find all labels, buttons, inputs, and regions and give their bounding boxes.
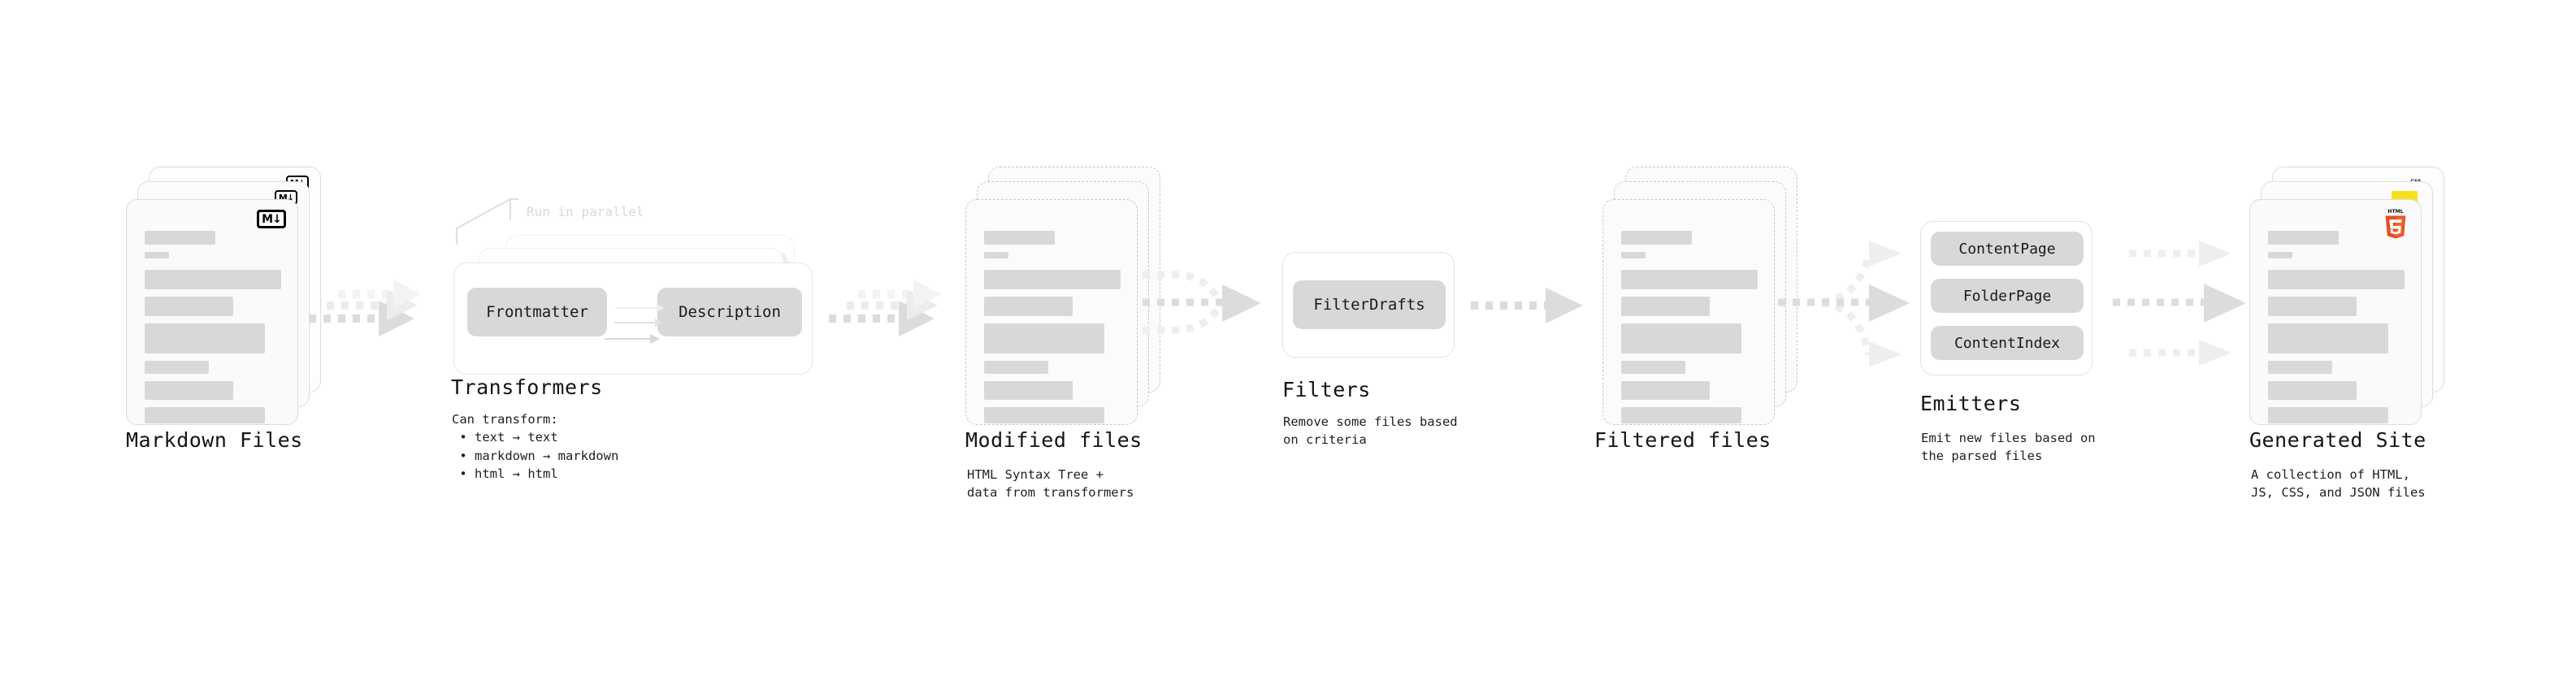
- skeleton-bar: [1621, 297, 1711, 316]
- skeleton-bar: [145, 361, 209, 374]
- label-transformers: Transformers: [451, 375, 603, 399]
- chip-folderpage[interactable]: FolderPage: [1931, 279, 2084, 313]
- filtered-page-front: [1602, 199, 1775, 425]
- skeleton-bars: [1621, 231, 1758, 431]
- desc-generated-site: A collection of HTML, JS, CSS, and JSON …: [2251, 467, 2426, 501]
- skeleton-bar: [145, 231, 216, 245]
- html5-badge: HTML: [2385, 209, 2406, 239]
- skeleton-bar: [2268, 323, 2388, 354]
- skeleton-bar: [145, 323, 265, 354]
- skeleton-bar: [2268, 407, 2388, 423]
- chip-contentpage[interactable]: ContentPage: [1931, 232, 2084, 266]
- skeleton-bar: [1621, 361, 1685, 374]
- skeleton-bar: [2268, 297, 2357, 316]
- skeleton-bar: [145, 381, 234, 400]
- chip-filterdrafts-label: FilterDrafts: [1313, 296, 1425, 314]
- chip-contentindex-label: ContentIndex: [1954, 334, 2061, 352]
- skeleton-bar: [1621, 407, 1741, 423]
- skeleton-bar: [1621, 381, 1711, 400]
- skeleton-bar: [984, 323, 1104, 354]
- emitters-box: ContentPage FolderPage ContentIndex: [1920, 221, 2092, 375]
- markdown-page-front: M↓: [126, 199, 298, 425]
- chip-frontmatter[interactable]: Frontmatter: [467, 288, 607, 336]
- skeleton-bars: [2268, 231, 2405, 431]
- transformer-internal-arrows: [605, 304, 665, 344]
- skeleton-bar: [984, 252, 1009, 258]
- desc-transformers: Can transform: • text → text • markdown …: [452, 412, 619, 482]
- arrow-modified-to-filters: [1143, 271, 1261, 334]
- skeleton-bar: [2268, 361, 2332, 374]
- label-filtered-files: Filtered files: [1594, 428, 1772, 452]
- arrow-markdown-to-transformers: [309, 280, 421, 336]
- svg-text:HTML: HTML: [2387, 209, 2403, 215]
- skeleton-bars: [984, 231, 1121, 431]
- skeleton-bar: [1621, 231, 1693, 245]
- desc-modified-files: HTML Syntax Tree + data from transformer…: [967, 467, 1134, 501]
- skeleton-bar: [1621, 252, 1646, 258]
- skeleton-bar: [984, 361, 1048, 374]
- skeleton-bars: [145, 231, 281, 431]
- skeleton-bar: [1621, 323, 1741, 354]
- arrow-emitters-to-site: [2113, 241, 2246, 366]
- skeleton-bar: [984, 297, 1073, 316]
- chip-contentindex[interactable]: ContentIndex: [1931, 326, 2084, 360]
- label-filters: Filters: [1282, 378, 1371, 401]
- skeleton-bar: [145, 407, 265, 423]
- skeleton-bar: [145, 297, 234, 316]
- arrow-transformers-to-modified: [829, 280, 941, 336]
- desc-emitters: Emit new files based on the parsed files: [1921, 431, 2096, 464]
- skeleton-bar: [984, 270, 1121, 289]
- skeleton-bar: [984, 407, 1104, 423]
- skeleton-bar: [145, 270, 281, 289]
- site-page-front: HTML: [2249, 199, 2422, 425]
- chip-description[interactable]: Description: [657, 288, 802, 336]
- skeleton-bar: [2268, 270, 2405, 289]
- modified-page-front: [965, 199, 1138, 425]
- chip-contentpage-label: ContentPage: [1958, 240, 2056, 258]
- filters-box: FilterDrafts: [1282, 252, 1455, 358]
- skeleton-bar: [984, 231, 1056, 245]
- skeleton-bar: [984, 381, 1073, 400]
- skeleton-bar: [2268, 231, 2340, 245]
- arrow-filters-to-filtered: [1471, 288, 1583, 323]
- transformer-layer-front: Frontmatter Description: [453, 262, 813, 375]
- chip-frontmatter-label: Frontmatter: [486, 303, 588, 321]
- run-in-parallel-bracket: [456, 197, 518, 245]
- chip-filterdrafts[interactable]: FilterDrafts: [1293, 280, 1446, 329]
- label-modified-files: Modified files: [965, 428, 1143, 452]
- markdown-badge: M↓: [257, 210, 286, 228]
- skeleton-bar: [1621, 270, 1758, 289]
- skeleton-bar: [145, 252, 170, 258]
- note-run-in-parallel: Run in parallel: [527, 204, 644, 219]
- desc-filters: Remove some files based on criteria: [1283, 414, 1458, 448]
- chip-folderpage-label: FolderPage: [1962, 287, 2052, 305]
- label-emitters: Emitters: [1920, 392, 2022, 415]
- label-markdown-files: Markdown Files: [126, 428, 303, 452]
- chip-description-label: Description: [679, 303, 781, 321]
- skeleton-bar: [2268, 381, 2357, 400]
- label-generated-site: Generated Site: [2249, 428, 2426, 452]
- arrow-filtered-to-emitters: [1778, 241, 1910, 367]
- skeleton-bar: [2268, 252, 2293, 258]
